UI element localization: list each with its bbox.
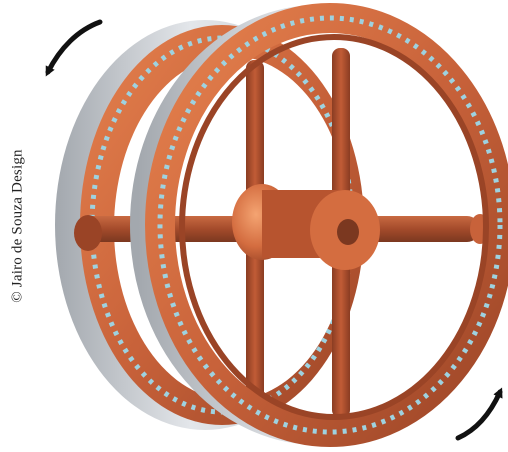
arrow-clockwise-icon [458,392,500,438]
credit-text: © Jairo de Souza Design [10,149,27,302]
arrow-counterclockwise-icon [48,22,100,72]
hub-bore [337,219,359,245]
axle-end-left [74,215,102,251]
hub [232,184,380,270]
